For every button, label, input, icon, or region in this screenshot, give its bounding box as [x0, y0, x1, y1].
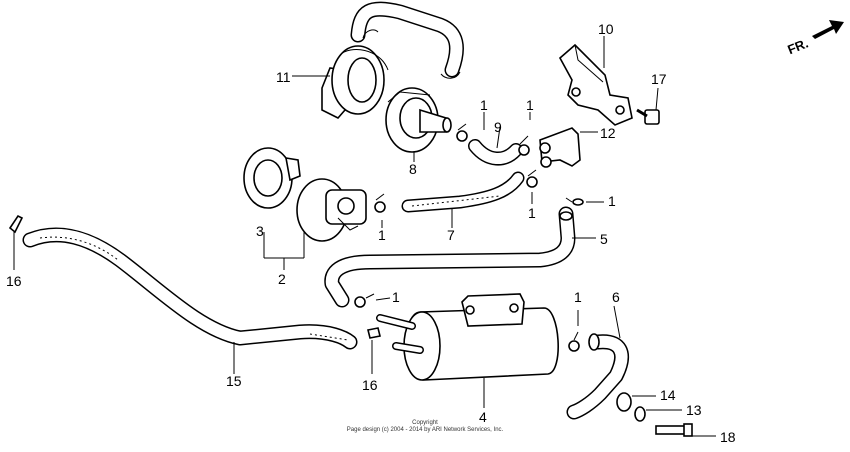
clamp-1c [374, 193, 386, 213]
clamp-1g [568, 331, 580, 352]
callout-18: 18 [720, 429, 736, 445]
callout-13: 13 [686, 402, 702, 418]
callout-8: 8 [409, 161, 417, 177]
part-3-ring [243, 147, 301, 209]
callout-1e: 1 [608, 193, 616, 209]
callout-1c: 1 [378, 227, 386, 243]
callout-12: 12 [600, 125, 616, 141]
copyright-notice: Copyright Page design (c) 2004 - 2014 by… [347, 420, 504, 433]
callout-3: 3 [256, 223, 264, 239]
callout-1f: 1 [392, 289, 400, 305]
part-15-long-hose [22, 227, 358, 374]
part-7-hose [401, 171, 525, 228]
callout-2: 2 [278, 271, 286, 287]
part-14-grommet [616, 392, 656, 412]
callout-16-bottom: 16 [362, 377, 378, 393]
part-13-washer [634, 406, 682, 422]
arrow-icon [812, 20, 844, 39]
part-4-canister [376, 293, 559, 408]
callout-1b: 1 [526, 97, 534, 113]
callout-1d: 1 [528, 205, 536, 221]
part-18-bolt [655, 423, 716, 437]
clamp-1a [456, 123, 468, 142]
callout-4: 4 [479, 409, 487, 425]
clamp-1b [518, 135, 530, 156]
clamps [354, 112, 604, 352]
callout-6: 6 [612, 289, 620, 305]
part-16-clip-left [8, 214, 24, 270]
callout-10: 10 [598, 21, 614, 37]
part-9-hose [468, 126, 523, 166]
part-17-bolt [636, 87, 660, 125]
callout-15: 15 [226, 373, 242, 389]
copyright-line-1: Copyright [412, 420, 438, 426]
callout-7: 7 [447, 227, 455, 243]
callout-14: 14 [660, 387, 676, 403]
callout-11: 11 [276, 69, 291, 85]
clamp-1f [354, 293, 375, 308]
part-6-hose [566, 305, 629, 420]
callout-17: 17 [651, 71, 667, 87]
direction-label: FR. [785, 36, 810, 58]
clamp-1e [565, 197, 584, 206]
part-10-bracket [558, 36, 633, 126]
callout-16-left: 16 [6, 273, 22, 289]
part-16-clip-bottom [367, 327, 381, 374]
part-11-cover-ring [292, 45, 389, 119]
part-12-joint [539, 127, 598, 168]
callout-1a: 1 [480, 97, 488, 113]
front-direction-arrow: FR. [785, 20, 844, 57]
part-8-valve [385, 87, 452, 162]
clamp-1d [526, 169, 538, 188]
callout-5: 5 [600, 231, 608, 247]
copyright-line-2: Page design (c) 2004 - 2014 by ARI Netwo… [347, 427, 504, 433]
part-2-solenoid [263, 178, 367, 270]
callout-9: 9 [494, 119, 502, 135]
top-hose [350, 1, 464, 79]
callout-1g: 1 [574, 289, 582, 305]
callout-labels: 10 17 11 1 1 9 12 8 1 1 1 7 5 3 2 16 1 1… [6, 21, 736, 445]
part-5-hose [324, 206, 596, 308]
